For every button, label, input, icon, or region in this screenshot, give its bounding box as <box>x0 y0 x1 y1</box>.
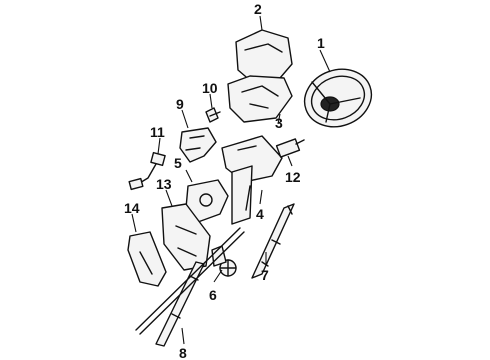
steering-rod <box>135 227 245 335</box>
callout-13: 13 <box>156 176 172 192</box>
lower-column-cover <box>227 75 293 123</box>
callout-5: 5 <box>174 155 182 171</box>
upper-column-cover <box>235 29 293 83</box>
leader-lines <box>131 15 331 345</box>
callout-8: 8 <box>179 345 187 360</box>
column-cover-plate <box>161 203 211 271</box>
key-cylinder <box>275 138 305 158</box>
callout-1: 1 <box>317 35 325 51</box>
steering-column-tube <box>221 135 283 225</box>
bolt <box>205 107 221 123</box>
callout-14: 14 <box>124 200 140 216</box>
callout-2: 2 <box>254 1 262 17</box>
callout-3: 3 <box>275 115 283 131</box>
wiring-sensor <box>128 151 166 191</box>
callout-9: 9 <box>176 96 184 112</box>
intermediate-shaft-upper <box>251 203 295 279</box>
universal-joint <box>211 245 237 277</box>
callouts: 1 2 3 4 5 6 7 8 9 10 11 12 13 14 <box>124 1 325 360</box>
callout-4: 4 <box>256 206 264 222</box>
callout-7: 7 <box>261 267 269 283</box>
callout-12: 12 <box>285 169 301 185</box>
callout-6: 6 <box>209 287 217 303</box>
dust-boot <box>127 231 167 287</box>
switch-bracket <box>179 127 217 163</box>
steering-wheel <box>303 68 373 128</box>
callout-10: 10 <box>202 80 218 96</box>
callout-11: 11 <box>150 124 165 140</box>
